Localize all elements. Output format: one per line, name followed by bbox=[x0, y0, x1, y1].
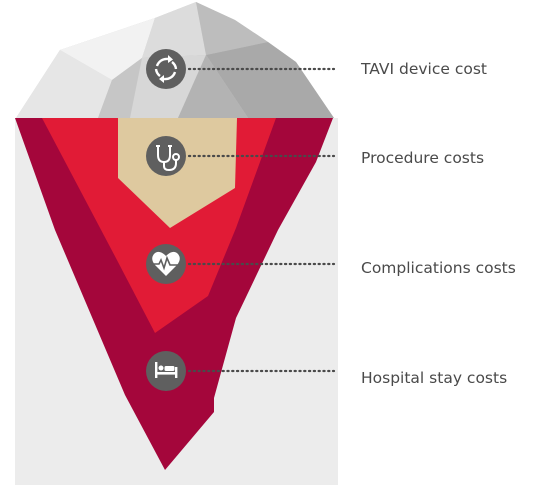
label-complications-costs: Complications costs bbox=[361, 259, 516, 277]
hospital-bed-icon bbox=[146, 351, 186, 391]
heart-pulse-icon bbox=[146, 244, 186, 284]
label-tavi-device-cost: TAVI device cost bbox=[361, 60, 487, 78]
procedure-layer bbox=[118, 118, 237, 228]
stethoscope-icon bbox=[146, 136, 186, 176]
leader-lines bbox=[187, 67, 336, 373]
iceberg-tip bbox=[16, 2, 334, 118]
label-procedure-costs: Procedure costs bbox=[361, 149, 485, 167]
label-hospital-stay-costs: Hospital stay costs bbox=[361, 369, 508, 387]
cycle-arrows-icon bbox=[146, 49, 186, 89]
